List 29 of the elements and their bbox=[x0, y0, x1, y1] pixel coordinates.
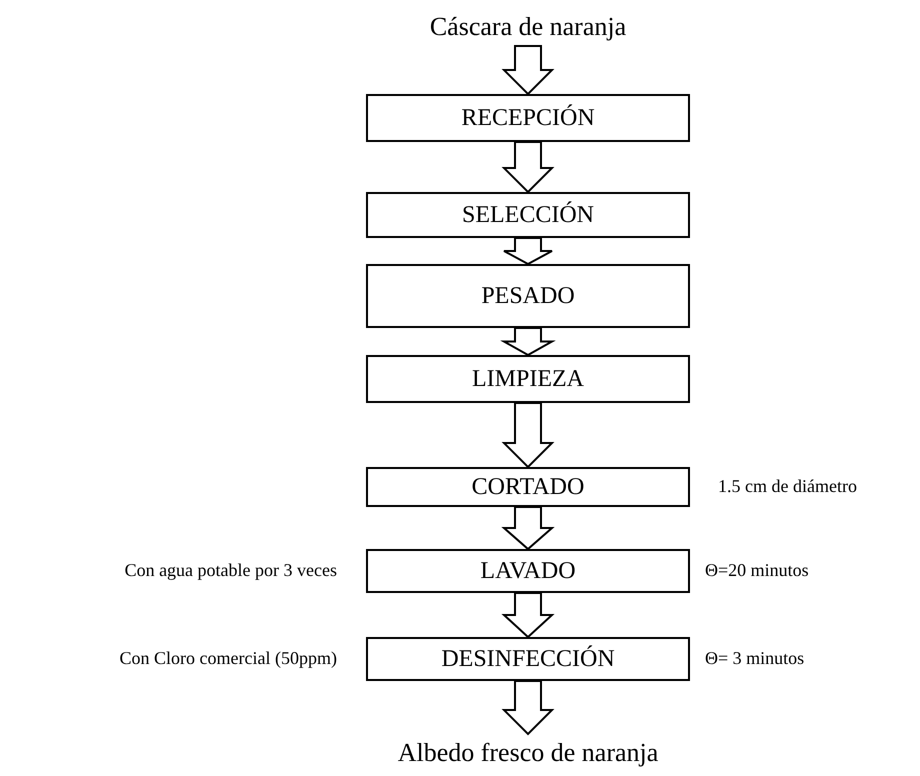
process-label: SELECCIÓN bbox=[462, 202, 594, 228]
process-box bbox=[366, 637, 690, 681]
process-box bbox=[366, 192, 690, 238]
step-note: 1.5 cm de diámetro bbox=[718, 476, 857, 497]
process-box bbox=[366, 467, 690, 507]
process-label: LIMPIEZA bbox=[472, 366, 584, 392]
process-label: DESINFECCIÓN bbox=[441, 646, 615, 672]
process-label: RECEPCIÓN bbox=[461, 104, 595, 132]
block-arrow bbox=[502, 402, 554, 468]
flow-text: Albedo fresco de naranja bbox=[398, 738, 658, 768]
process-label: LAVADO bbox=[480, 558, 576, 584]
flow-text: Cáscara de naranja bbox=[430, 12, 626, 42]
process-box bbox=[366, 264, 690, 328]
block-arrow bbox=[502, 45, 554, 96]
step-note: Θ=20 minutos bbox=[705, 560, 809, 581]
step-note: Con agua potable por 3 veces bbox=[124, 560, 337, 581]
block-arrow bbox=[500, 327, 556, 356]
block-arrow bbox=[502, 141, 554, 194]
block-arrow bbox=[501, 506, 555, 550]
block-arrow bbox=[503, 237, 553, 266]
process-label: PESADO bbox=[481, 282, 575, 310]
process-box bbox=[366, 94, 690, 142]
process-box bbox=[366, 549, 690, 593]
process-label: CORTADO bbox=[472, 474, 584, 500]
step-note: Θ= 3 minutos bbox=[705, 648, 804, 669]
process-box bbox=[366, 355, 690, 403]
block-arrow bbox=[502, 680, 554, 736]
step-note: Con Cloro comercial (50ppm) bbox=[120, 648, 337, 669]
block-arrow bbox=[501, 592, 555, 638]
